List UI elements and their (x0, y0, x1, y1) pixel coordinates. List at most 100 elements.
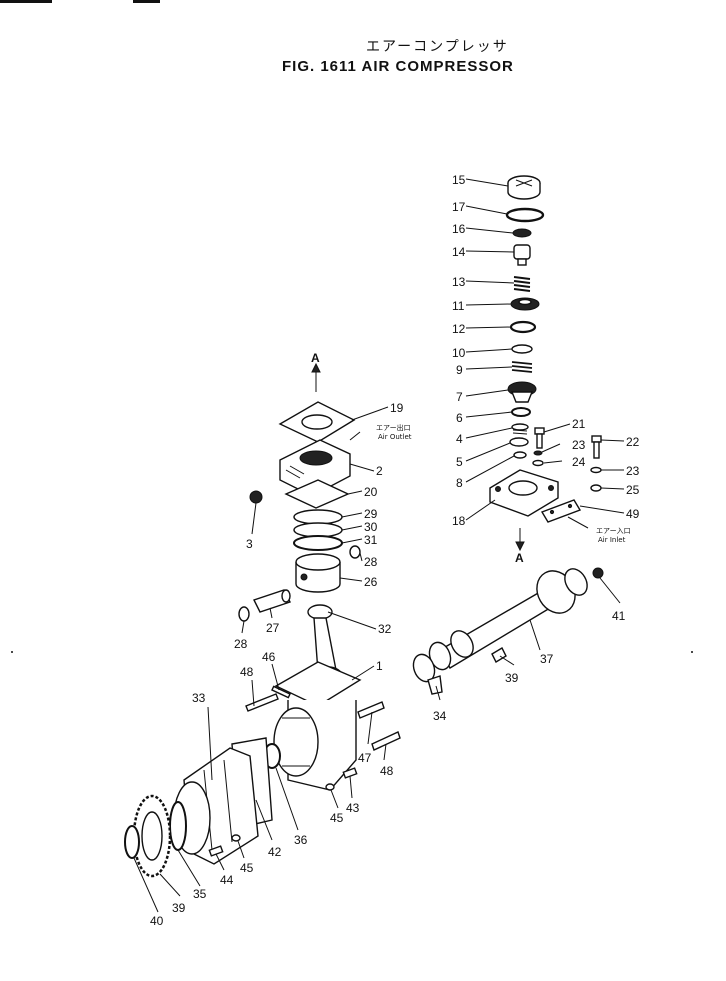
callout-23-a: 23 (572, 438, 586, 452)
part-4-spring-seat (511, 423, 529, 431)
part-13-spring (513, 276, 531, 292)
part-29-ring (293, 509, 343, 525)
part-22-bolt-shank (593, 441, 600, 459)
scan-speck (11, 651, 13, 653)
callout-43: 43 (346, 801, 360, 815)
leader-lines-head (241, 406, 389, 634)
part-23-washer-b (590, 466, 602, 474)
part-18-bolt-hole-1 (495, 486, 501, 492)
callout-24: 24 (572, 455, 586, 469)
note-air-inlet-en: Air Inlet (598, 536, 626, 544)
part-25-washer (590, 484, 602, 492)
part-12-ring (509, 320, 537, 334)
callout-30: 30 (364, 520, 378, 534)
callout-27: 27 (266, 621, 280, 635)
part-9-spring (511, 361, 533, 373)
part-45-washer-a (325, 783, 335, 791)
view-a-top-arrowhead (311, 362, 321, 373)
callout-11: 11 (452, 299, 465, 313)
callout-35: 35 (193, 887, 207, 901)
part-34-tab (427, 675, 443, 695)
part-27-pin-end (281, 589, 291, 603)
callout-25: 25 (626, 483, 640, 497)
part-49-hole-2 (567, 503, 573, 509)
part-45-washer-b (231, 834, 241, 842)
part-35-ring (169, 801, 187, 851)
part-2-cylinder-head (279, 439, 351, 497)
part-47-key (357, 701, 385, 719)
callout-5: 5 (456, 455, 463, 469)
part-39-key-a (491, 647, 507, 663)
figure-title: FIG. 1611 AIR COMPRESSOR (282, 58, 514, 75)
callout-20: 20 (364, 485, 378, 499)
callout-42: 42 (268, 845, 282, 859)
cylinder-head-group (238, 362, 361, 686)
part-17-oring (505, 207, 545, 223)
part-28-clip-b (238, 606, 250, 622)
callout-36: 36 (294, 833, 308, 847)
callout-22: 22 (626, 435, 640, 449)
part-7-valve-cone (510, 391, 534, 403)
figure-title-japanese: エアーコンプレッサ (366, 38, 509, 54)
part-26-piston-crown (295, 553, 341, 571)
callout-45-a: 45 (330, 811, 344, 825)
crankcase-group (245, 567, 604, 791)
callout-47: 47 (358, 751, 372, 765)
drive-end-group (124, 737, 273, 878)
note-air-outlet-jp: エアー出口 (376, 423, 411, 432)
part-39-gear-hub (141, 811, 163, 861)
part-22-bolt-head (591, 435, 602, 443)
part-21-bolt-shank (536, 433, 543, 449)
part-6-washer (511, 407, 531, 417)
callout-44: 44 (220, 873, 234, 887)
note-air-outlet-en: Air Outlet (378, 433, 412, 441)
callout-12: 12 (452, 322, 466, 336)
view-a-bottom-label: A (515, 551, 524, 565)
part-1-crankcase-ribs (282, 717, 310, 767)
callout-31: 31 (364, 533, 378, 547)
part-14-valve-stem (517, 258, 527, 266)
callout-3: 3 (246, 537, 253, 551)
leader-lines (133, 178, 625, 913)
callout-18: 18 (452, 514, 466, 528)
part-21-bolt-head (534, 427, 545, 435)
part-14-valve (513, 244, 531, 260)
callout-10: 10 (452, 346, 466, 360)
callout-7: 7 (456, 390, 463, 404)
part-2-head-fins (285, 465, 305, 479)
callout-8: 8 (456, 476, 463, 490)
callout-15: 15 (452, 173, 466, 187)
part-1-crankcase-flange (274, 661, 362, 707)
callout-41: 41 (612, 609, 626, 623)
callout-39-a: 39 (505, 671, 519, 685)
part-40-snap-ring (124, 825, 140, 859)
part-27-piston-pin (253, 589, 291, 613)
callout-23-b: 23 (626, 464, 640, 478)
part-46-dowel-pin (271, 685, 291, 699)
part-31-ring (293, 535, 343, 551)
part-15-cap-body (507, 183, 541, 200)
callout-49: 49 (626, 507, 640, 521)
callout-32: 32 (378, 622, 392, 636)
callout-19: 19 (390, 401, 404, 415)
part-26-pin-bore (300, 573, 308, 581)
callout-17: 17 (452, 200, 466, 214)
part-18-bolt-hole-2 (548, 485, 554, 491)
part-15-cap-mark (515, 179, 533, 187)
callout-48-a: 48 (240, 665, 254, 679)
header-rule-left (0, 0, 52, 3)
callout-48-b: 48 (380, 764, 394, 778)
part-3-nut (249, 490, 263, 504)
callout-26: 26 (364, 575, 378, 589)
callout-9: 9 (456, 363, 463, 377)
part-11-seat-bore (518, 298, 532, 306)
part-48-bolt-a (245, 693, 279, 712)
part-10-washer (511, 344, 533, 354)
callout-28-a: 28 (364, 555, 378, 569)
part-23-washer-a (533, 450, 543, 456)
part-5-ring (509, 437, 529, 447)
callout-21: 21 (572, 417, 586, 431)
callout-1: 1 (376, 659, 383, 673)
part-18-valve-bore (508, 480, 538, 496)
